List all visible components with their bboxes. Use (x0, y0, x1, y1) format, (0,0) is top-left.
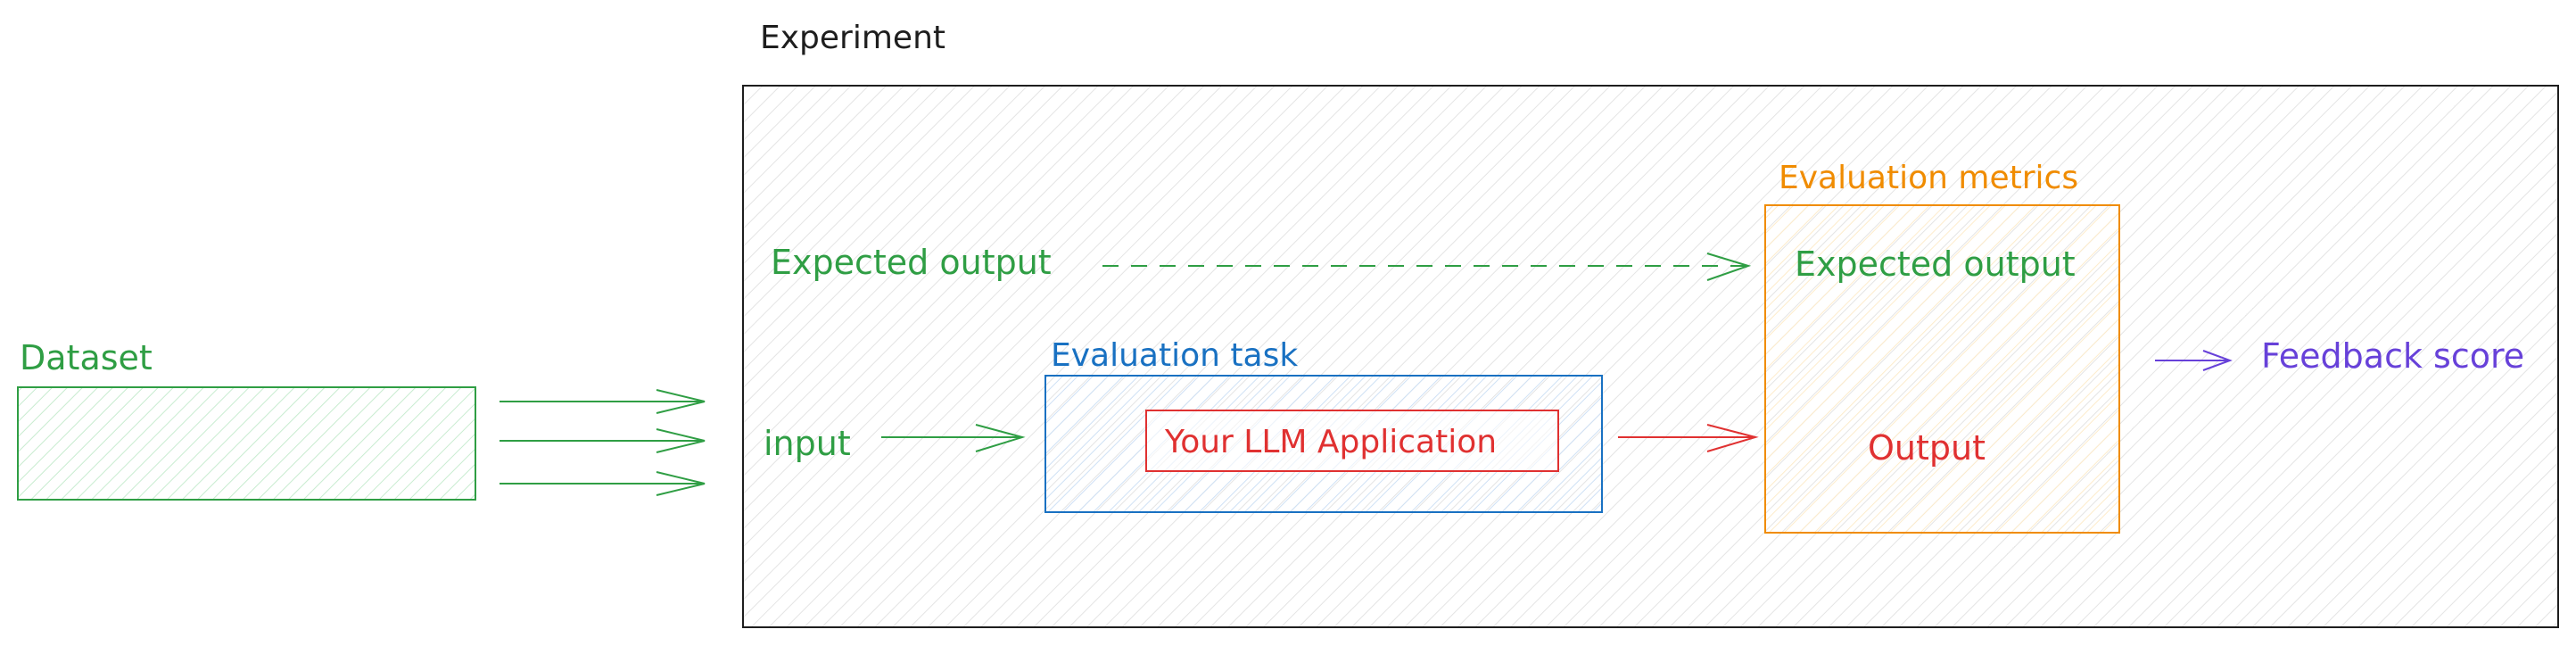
dataset-arrow-1-head (656, 389, 706, 414)
input-arrow-head (975, 424, 1026, 452)
dataset-box (17, 386, 476, 501)
dataset-arrow-3-head (656, 471, 706, 496)
metrics-output-label: Output (1868, 428, 1986, 468)
evaluation-metrics-label: Evaluation metrics (1779, 160, 2078, 196)
dataset-arrow-2-head (656, 428, 706, 453)
llm-application-label: Your LLM Application (1164, 424, 1497, 460)
experiment-box (742, 85, 2559, 628)
llm-application-box (1145, 410, 1559, 472)
dataset-label: Dataset (20, 338, 153, 377)
feedback-score-label: Feedback score (2261, 336, 2524, 376)
evaluation-task-label: Evaluation task (1051, 337, 1298, 374)
input-label: input (764, 424, 851, 463)
expected-output-label: Expected output (771, 243, 1052, 282)
expected-output-arrow-head (1706, 253, 1752, 281)
output-arrow-head (1706, 424, 1759, 452)
feedback-arrow-head (2202, 350, 2233, 371)
experiment-label: Experiment (760, 20, 945, 56)
dataset-to-experiment-arrows (500, 389, 706, 496)
metrics-expected-output-label: Expected output (1795, 244, 2076, 284)
evaluation-metrics-box (1764, 204, 2120, 534)
